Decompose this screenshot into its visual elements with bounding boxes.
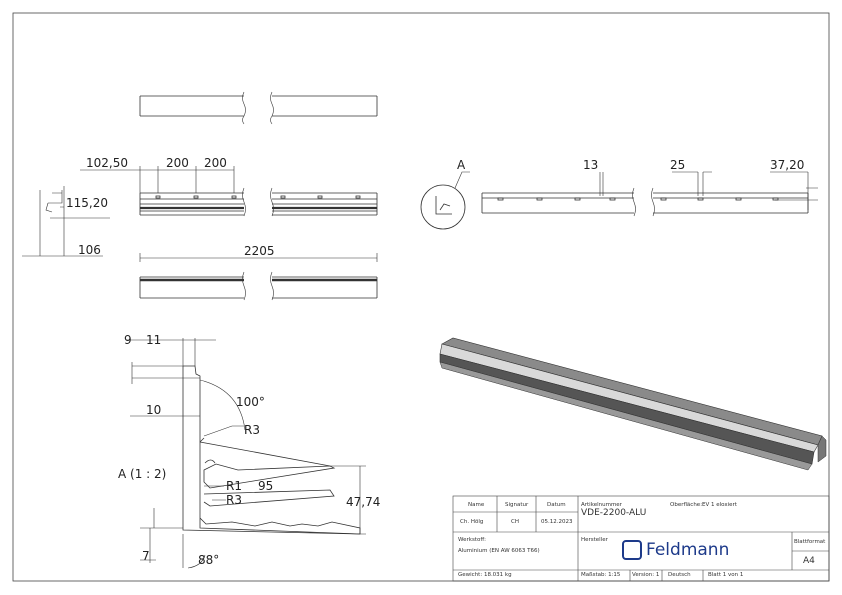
- tb-sheet: Blatt 1 von 1: [708, 572, 744, 578]
- dim-115: 115,20: [66, 196, 108, 210]
- detail-a-label: A: [457, 158, 466, 172]
- radius-r3-bottom: R3: [226, 493, 242, 507]
- detail-circle-a: [420, 171, 470, 230]
- dim-95: 95: [258, 479, 273, 493]
- tb-format: A4: [803, 556, 815, 566]
- tb-surface-label: Oberfläche:: [670, 502, 703, 508]
- dim-10: 10: [146, 403, 161, 417]
- dim-25: 25: [670, 158, 685, 172]
- tb-name: Ch. Hölg: [460, 519, 484, 525]
- tb-maker-logo-text: Feldmann: [646, 540, 730, 560]
- tb-version: Version: 1: [632, 572, 660, 578]
- sheet-border: [12, 12, 830, 582]
- tb-header-date: Datum: [547, 502, 566, 508]
- top-view: [139, 91, 378, 125]
- radius-r1: R1: [226, 479, 242, 493]
- tb-header-signature: Signatur: [505, 502, 529, 508]
- title-block: [452, 495, 830, 582]
- dim-11: 11: [146, 333, 161, 347]
- tb-signature: CH: [511, 519, 519, 525]
- tb-article-number: VDE-2200-ALU: [581, 508, 647, 518]
- isometric-rail: [439, 337, 827, 471]
- detail-scale-label: A (1 : 2): [118, 467, 166, 481]
- tb-weight: Gewicht: 18.031 kg: [458, 572, 512, 578]
- tb-article-label: Artikelnummer: [581, 502, 622, 508]
- front-dimension-lines: [22, 166, 235, 257]
- tb-header-name: Name: [468, 502, 485, 508]
- dim-9: 9: [124, 333, 132, 347]
- tb-date: 05.12.2023: [541, 519, 573, 525]
- feldmann-logo-icon: [622, 540, 642, 560]
- tb-scale: Maßstab: 1:15: [581, 572, 621, 578]
- dim-102: 102,50: [86, 156, 128, 170]
- dim-106: 106: [78, 243, 101, 257]
- radius-r3-top: R3: [244, 423, 260, 437]
- right-front-view: [481, 171, 818, 217]
- profile-section: [182, 365, 361, 535]
- front-view: [139, 187, 378, 217]
- angle-100: 100°: [236, 395, 265, 409]
- dim-13: 13: [583, 158, 598, 172]
- tb-surface: EV 1 eloxiert: [702, 502, 737, 508]
- tb-material: Aluminium (EN AW 6063 T66): [458, 548, 540, 554]
- tb-material-label: Werkstoff:: [458, 537, 486, 543]
- bottom-view: [139, 253, 378, 301]
- angle-88: 88°: [198, 553, 219, 567]
- tb-language: Deutsch: [668, 572, 691, 578]
- dim-200-b: 200: [204, 156, 227, 170]
- dim-7: 7: [142, 549, 150, 563]
- dim-47: 47,74: [346, 495, 380, 509]
- dim-2205: 2205: [244, 244, 275, 258]
- tb-maker-label: Hersteller: [581, 537, 608, 543]
- dim-37: 37,20: [770, 158, 804, 172]
- dim-200-a: 200: [166, 156, 189, 170]
- profile-dimension-lines: [126, 338, 366, 569]
- tb-format-label: Blattformat: [794, 539, 826, 545]
